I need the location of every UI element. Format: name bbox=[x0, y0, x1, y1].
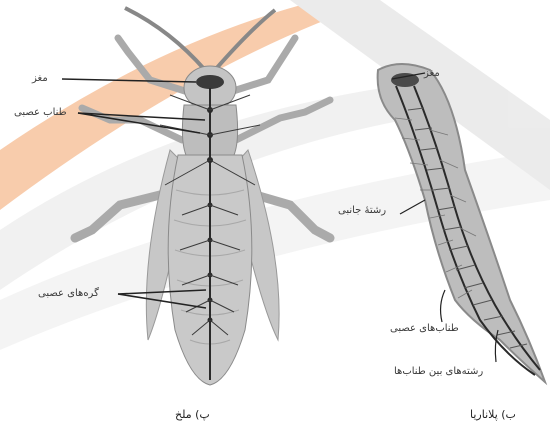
grasshopper-caption: پ) ملخ bbox=[175, 408, 210, 421]
grasshopper-brain-label: مغز bbox=[32, 73, 48, 85]
grasshopper-ganglia-label: گره‌های عصبی bbox=[38, 288, 99, 300]
planaria-lateral-nerve-label: رشتهٔ جانبی bbox=[338, 205, 386, 217]
planaria-nerve-cords-label: طناب‌های عصبی bbox=[390, 323, 459, 335]
planaria-brain-label: مغز bbox=[424, 68, 440, 80]
planaria-connecting-fibers-label: رشته‌های بین طناب‌ها bbox=[394, 366, 483, 378]
grasshopper-nerve-cord-label: طناب عصبی bbox=[14, 107, 67, 119]
planaria-caption: ب) پلاناریا bbox=[470, 408, 516, 421]
